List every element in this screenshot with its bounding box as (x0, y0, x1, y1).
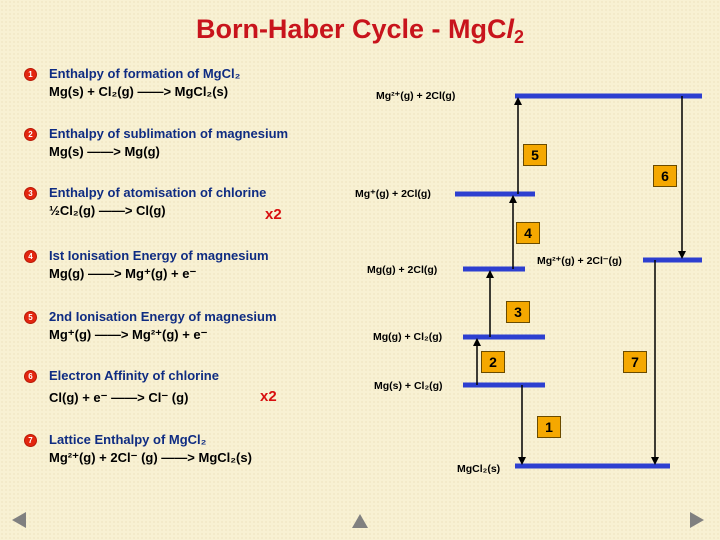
step-number-badge: 1 (24, 68, 37, 81)
diagram-box-4: 4 (516, 222, 540, 244)
step-number-badge: 5 (24, 311, 37, 324)
diagram-box-3: 3 (506, 301, 530, 323)
step-title: Lattice Enthalpy of MgCl₂ (49, 432, 207, 447)
step-title: 2nd Ionisation Energy of magnesium (49, 309, 277, 324)
multiplier-x2: x2 (260, 388, 277, 405)
step-equation: Mg(g) ——> Mg⁺(g) + e⁻ (49, 266, 197, 281)
level-label-mgs-cl2: Mg(s) + Cl₂(g) (374, 380, 443, 392)
level-label-mg-2cl: Mg(g) + 2Cl(g) (367, 264, 438, 276)
diagram-box-6: 6 (653, 165, 677, 187)
step-number-badge: 3 (24, 187, 37, 200)
step-equation: Mg(s) + Cl₂(g) ——> MgCl₂(s) (49, 84, 229, 99)
step-number-badge: 7 (24, 434, 37, 447)
home-icon[interactable] (352, 514, 368, 528)
level-label-mg-cl2: Mg(g) + Cl₂(g) (373, 331, 443, 343)
multiplier-x2: x2 (265, 206, 282, 223)
diagram-box-7: 7 (623, 351, 647, 373)
diagram-box-5: 5 (523, 144, 547, 166)
level-label-mg2-2cl: Mg²⁺(g) + 2Cl(g) (376, 90, 456, 102)
step-title: Enthalpy of formation of MgCl₂ (49, 66, 241, 81)
step-title: Ist Ionisation Energy of magnesium (49, 248, 269, 263)
step-number-badge: 4 (24, 250, 37, 263)
step-equation: Mg⁺(g) ——> Mg²⁺(g) + e⁻ (49, 327, 208, 342)
level-label-mg2-2clminus: Mg²⁺(g) + 2Cl⁻(g) (537, 255, 622, 267)
level-label-mgcl2: MgCl₂(s) (457, 463, 501, 475)
next-slide-icon[interactable] (690, 512, 704, 528)
step-number-badge: 2 (24, 128, 37, 141)
diagram-box-1: 1 (537, 416, 561, 438)
previous-slide-icon[interactable] (12, 512, 26, 528)
step-equation: ½Cl₂(g) ——> Cl(g) (49, 203, 166, 218)
step-number-badge: 6 (24, 370, 37, 383)
slide-title: Born-Haber Cycle - MgCl2 (195, 14, 525, 47)
step-title: Enthalpy of atomisation of chlorine (49, 185, 267, 200)
diagram-box-2: 2 (481, 351, 505, 373)
step-equation: Mg(s) ——> Mg(g) (49, 144, 160, 159)
step-title: Enthalpy of sublimation of magnesium (49, 126, 289, 141)
step-equation: Mg²⁺(g) + 2Cl⁻ (g) ——> MgCl₂(s) (49, 450, 252, 465)
step-equation: Cl(g) + e⁻ ——> Cl⁻ (g) (49, 390, 189, 405)
step-title: Electron Affinity of chlorine (49, 368, 219, 383)
level-label-mg1-2cl: Mg⁺(g) + 2Cl(g) (355, 188, 431, 200)
